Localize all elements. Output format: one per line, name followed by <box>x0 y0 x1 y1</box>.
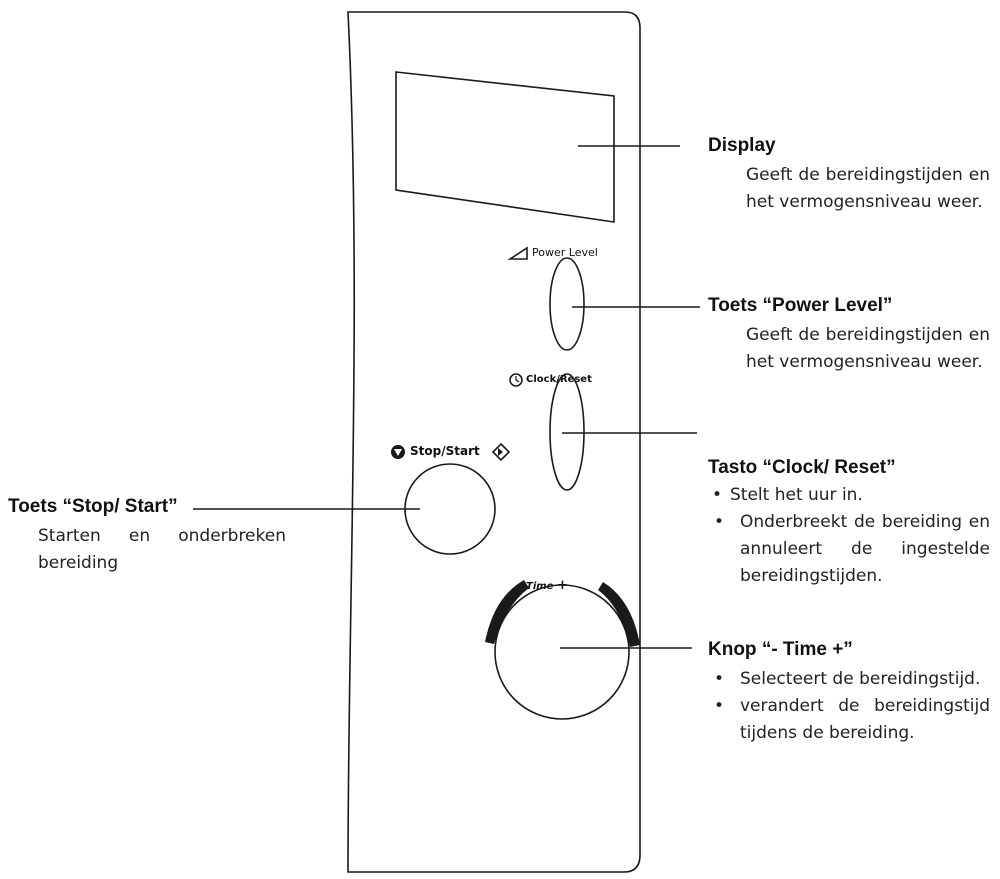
start-icon <box>491 442 511 462</box>
callout-display: Display Geeft de bereidingstijden en het… <box>708 134 993 216</box>
power-level-button[interactable] <box>549 257 585 351</box>
clock-icon <box>509 373 523 387</box>
stop-start-panel-label: Stop/Start <box>410 444 480 458</box>
callout-stop-start-title: Toets “Stop/ Start” <box>8 496 178 517</box>
callout-power-level-desc: Geeft de bereidingstijden en het vermoge… <box>746 325 990 372</box>
callout-time-knob-title: Knop “- Time +” <box>708 639 853 660</box>
clock-reset-panel-label: Clock/Reset <box>526 374 592 385</box>
callout-clock-reset-item: Stelt het uur in. <box>708 482 993 509</box>
callout-clock-reset-list: Stelt het uur in. Onderbreekt de bereidi… <box>708 482 993 590</box>
callout-time-knob-item: verandert de bereidingstijd tijdens de b… <box>708 693 990 747</box>
callout-stop-start-desc: Starten en onderbreken bereiding <box>38 526 286 573</box>
power-level-icon <box>507 246 528 260</box>
time-knob-panel-label: –Time + <box>521 578 568 593</box>
power-level-panel-label: Power Level <box>532 246 598 259</box>
callout-stop-start: Toets “Stop/ Start” Starten en onderbrek… <box>8 495 308 577</box>
clock-reset-button[interactable] <box>549 373 585 491</box>
callout-time-knob-item: Selecteert de bereidingstijd. <box>708 666 990 693</box>
callout-time-knob-list: Selecteert de bereidingstijd. verandert … <box>708 666 993 747</box>
callout-clock-reset: Tasto “Clock/ Reset” Stelt het uur in. O… <box>708 456 993 590</box>
callout-clock-reset-title: Tasto “Clock/ Reset” <box>708 457 896 478</box>
callout-clock-reset-item: Onderbreekt de bereiding en annuleert de… <box>708 509 990 590</box>
time-label: Time <box>526 581 554 592</box>
time-knob[interactable] <box>494 584 630 720</box>
callout-power-level: Toets “Power Level” Geeft de bereidingst… <box>708 294 993 376</box>
callout-time-knob: Knop “- Time +” Selecteert de bereidings… <box>708 638 993 747</box>
callout-display-title: Display <box>708 135 776 156</box>
stop-icon <box>391 445 405 459</box>
time-plus-label: + <box>556 578 568 593</box>
display-window <box>395 71 615 223</box>
time-minus-arc <box>485 580 529 644</box>
callout-power-level-title: Toets “Power Level” <box>708 295 893 316</box>
time-plus-arc <box>598 582 640 647</box>
time-minus-label: – <box>521 581 526 592</box>
callout-display-desc: Geeft de bereidingstijden en het vermoge… <box>746 165 990 212</box>
